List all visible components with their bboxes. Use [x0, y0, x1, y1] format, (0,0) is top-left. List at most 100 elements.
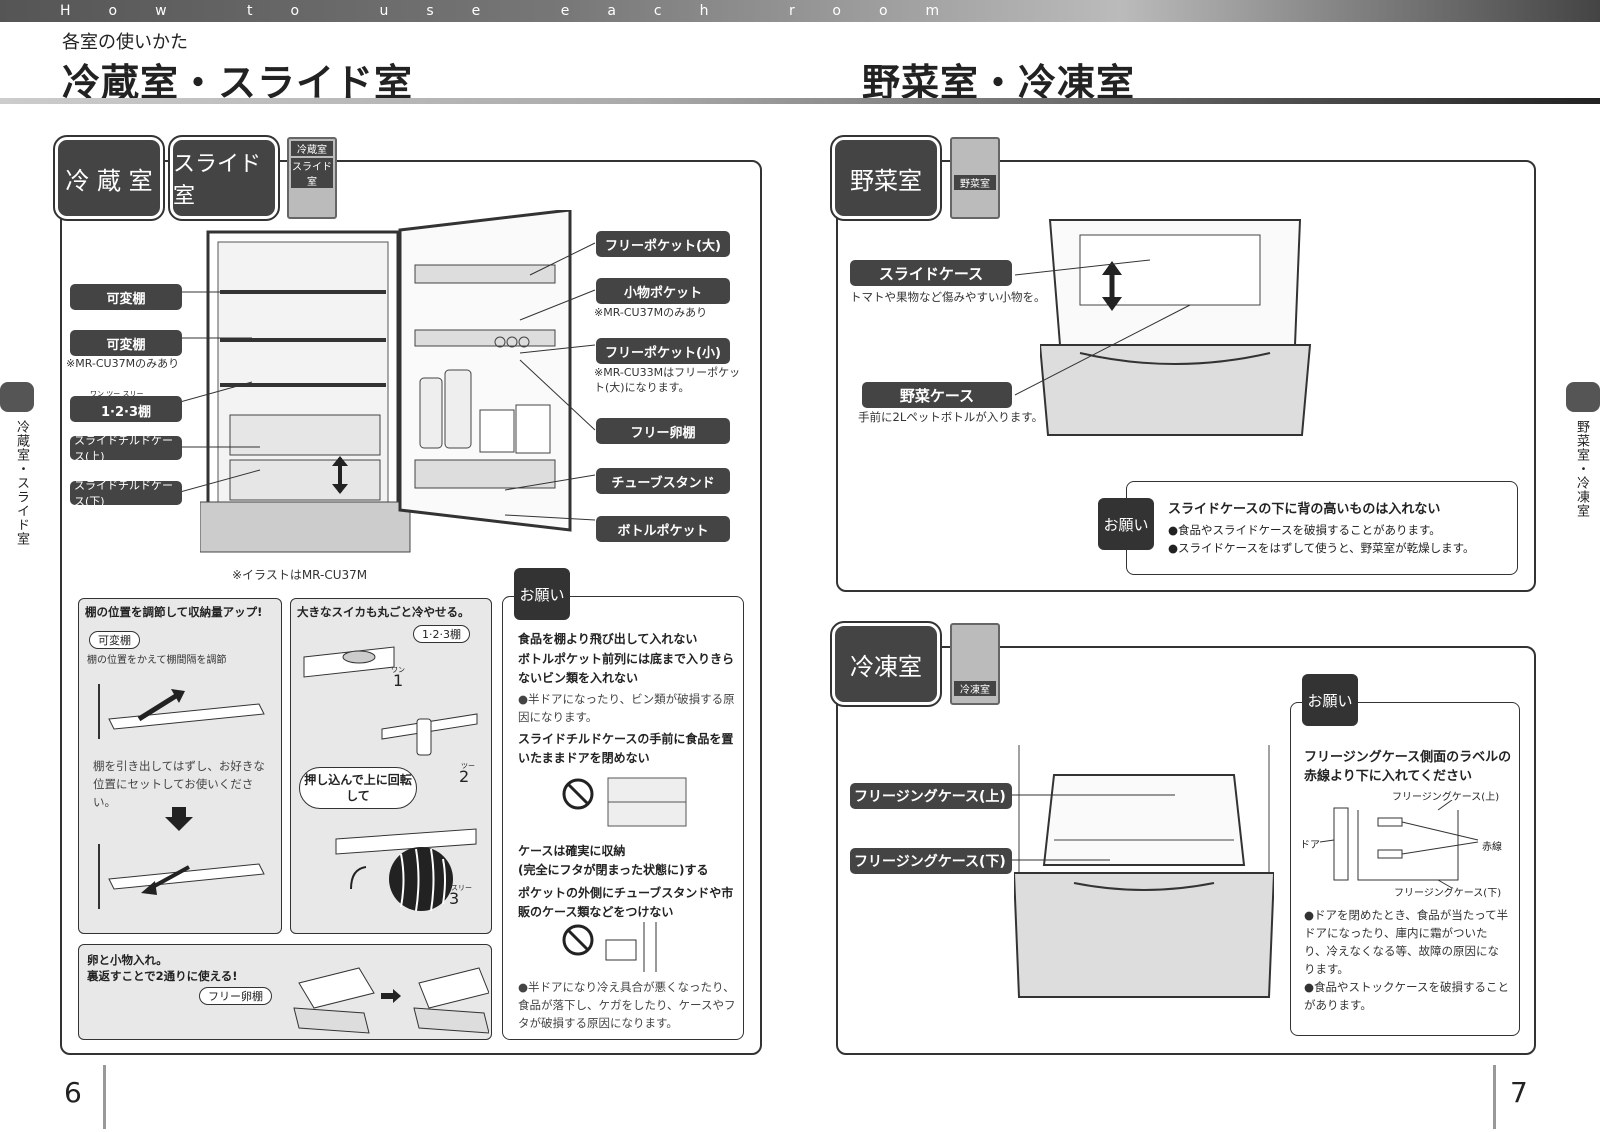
side-label-right: 野菜室・冷凍室	[1574, 420, 1589, 518]
step3-number: 3	[449, 889, 460, 908]
diagram-top-label: フリージングケース(上)	[1392, 792, 1500, 803]
label-bottle-pocket: ボトルポケット	[596, 516, 730, 542]
label-freezing-case-upper: フリージングケース(上)	[850, 783, 1012, 809]
step3-ruby: スリー	[451, 884, 472, 892]
caution-freezer-b1: ●ドアを閉めたとき、食品が当たって半ドアになったり、庫内に霜がついたり、冷えなく…	[1304, 908, 1509, 976]
caution-left-p6: (完全にフタが閉まった状態に)する	[518, 863, 709, 877]
ruby-123-shelf: ワン ツー スリー	[90, 390, 144, 398]
adjustable-shelf-box: 棚の位置を調節して収納量アップ! 可変棚 棚の位置をかえて棚間隔を調節 棚を引き…	[78, 598, 282, 934]
label-chilled-case-upper: スライドチルドケース(上)	[70, 434, 182, 463]
label-adjustable-shelf-2: 可変棚	[70, 330, 182, 356]
icon-label-freezer: 冷凍室	[954, 681, 996, 696]
diagram-door-label: ドア	[1300, 840, 1320, 851]
vegetable-icon: 野菜室	[950, 137, 1000, 219]
caution-veg-b1: ●食品やスライドケースを破損することがあります。	[1168, 523, 1441, 537]
shelf-insert-illustration	[98, 844, 265, 909]
icon-label-fridge: 冷蔵室	[291, 141, 333, 156]
freezer-drawer-illustration	[1014, 745, 1274, 998]
diagram-bottom-label: フリージングケース(下)	[1394, 888, 1502, 899]
caution-left-p4: スライドチルドケースの手前に食品を置いたままドアを閉めない	[518, 732, 734, 765]
label-small-pocket: 小物ポケット	[596, 278, 730, 304]
side-tab-right	[1566, 382, 1600, 412]
label-chilled-case-lower: スライドチルドケース(下)	[70, 479, 182, 508]
down-arrow-icon	[165, 807, 193, 831]
freezer-icon: 冷凍室	[950, 623, 1000, 705]
page-subtitle: 各室の使いかた	[62, 32, 188, 53]
caution-box-veg	[1126, 481, 1518, 575]
caution-left-p5: ケースは確実に収納	[518, 844, 626, 858]
box2-heading: 大きなスイカも丸ごと冷やせる。	[297, 605, 470, 619]
prohibit-pocket-illustration	[562, 922, 657, 972]
page-divider-right	[1493, 1065, 1496, 1129]
prohibit-drawer-illustration	[562, 777, 687, 827]
side-tab-left	[0, 382, 34, 412]
caution-veg-title: スライドケースの下に背の高いものは入れない	[1168, 502, 1441, 517]
leader-lines-veg	[1014, 259, 1191, 396]
caution-label-left: お願い	[514, 568, 570, 620]
caution-freezer-title: フリージングケース側面のラベルの赤線より下に入れてください	[1304, 750, 1512, 784]
leader-lines-left	[180, 291, 261, 493]
step1-ruby: ワン	[391, 666, 405, 674]
leader-lines-right	[504, 242, 596, 521]
box1-sub: 棚の位置をかえて棚間隔を調節	[87, 655, 227, 666]
box3-pill: フリー卵棚	[199, 987, 272, 1005]
note-small-pocket: ※MR-CU37Mのみあり	[594, 306, 708, 319]
page-divider-left	[103, 1065, 106, 1129]
fridge-illustration	[200, 210, 572, 553]
shelf-remove-illustration	[98, 684, 265, 739]
red-line-diagram	[1319, 800, 1479, 889]
box2-pill: 1·2·3棚	[413, 625, 470, 643]
illustration-note: ※イラストはMR-CU37M	[232, 568, 368, 582]
box1-pill: 可変棚	[89, 631, 140, 649]
label-tube-stand: チューブスタンド	[596, 468, 730, 494]
icon-label-vegetable: 野菜室	[954, 175, 996, 190]
step1-number: 1	[393, 671, 404, 690]
header-rule	[0, 98, 1600, 104]
side-label-left: 冷蔵室・スライド室	[14, 420, 29, 546]
label-123-shelf: 1·2·3棚	[70, 396, 182, 422]
note-adjustable-shelf-2: ※MR-CU37Mのみあり	[66, 357, 180, 370]
shelf-step1-illustration	[303, 646, 395, 678]
caution-left-p8: ●半ドアになり冷え具合が悪くなったり、食品が落下し、ケガをしたり、ケースやフタが…	[518, 980, 736, 1030]
header-band-text: How to use each room	[60, 3, 978, 19]
leader-lines-freezer	[1010, 794, 1175, 861]
egg-shelf-box: 卵と小物入れ。 裏返すことで2通りに使える! フリー卵棚	[78, 944, 492, 1040]
caution-label-freezer: お願い	[1302, 674, 1358, 726]
label-free-pocket-small: フリーポケット(小)	[596, 338, 730, 364]
caution-left-p1: 食品を棚より飛び出して入れない	[518, 632, 698, 646]
caution-box-freezer	[1290, 702, 1520, 1036]
label-free-pocket-large: フリーポケット(大)	[596, 231, 730, 257]
page-title-right: 野菜室・冷凍室	[862, 61, 1136, 105]
vegetable-drawer-illustration	[1040, 219, 1312, 436]
label-free-egg-shelf: フリー卵棚	[596, 418, 730, 444]
label-slide-case: スライドケース	[850, 260, 1012, 286]
tab-fridge: 冷 蔵 室	[53, 135, 165, 221]
caution-left-p3: ●半ドアになったり、ビン類が破損する原因になります。	[518, 692, 735, 724]
step2-ruby: ツー	[461, 762, 475, 770]
icon-label-slide: スライド室	[291, 158, 333, 188]
label-vegetable-case: 野菜ケース	[862, 382, 1012, 408]
caution-label-veg: お願い	[1098, 498, 1154, 550]
caution-veg-b2: ●スライドケースをはずして使うと、野菜室が乾燥します。	[1168, 541, 1475, 555]
note-free-pocket-small: ※MR-CU33Mはフリーポケット(大)になります。	[594, 366, 741, 394]
shelf-step2-illustration	[381, 713, 478, 756]
page-number-left: 6	[64, 1076, 82, 1109]
step2-number: 2	[459, 767, 470, 786]
caution-left-p2: ボトルポケット前列には底まで入りきらないビン類を入れない	[518, 652, 735, 685]
egg-shelf-illustration	[293, 967, 489, 1034]
speech-bubble: 押し込んで上に回転して	[299, 767, 417, 809]
box3-heading1: 卵と小物入れ。	[87, 953, 168, 967]
box1-body: 棚を引き出してはずし、お好きな位置にセットしてお使いください。	[93, 759, 265, 809]
note-vegetable-case: 手前に2Lペットボトルが入ります。	[858, 410, 1044, 424]
tab-slide: スライド室	[168, 135, 280, 221]
note-slide-case: トマトや果物など傷みやすい小物を。	[850, 290, 1046, 304]
header-band: How to use each room	[0, 0, 1600, 22]
page-title-left: 冷蔵室・スライド室	[62, 61, 414, 105]
compartment-icon: 冷蔵室 スライド室	[287, 137, 337, 219]
tab-freezer: 冷凍室	[830, 621, 942, 707]
page-number-right: 7	[1510, 1076, 1528, 1109]
tab-vegetable: 野菜室	[830, 135, 942, 221]
watermelon-box: 大きなスイカも丸ごと冷やせる。 1·2·3棚 ワン 1 ツー 2 押し込んで上に…	[290, 598, 492, 934]
caution-freezer-b2: ●食品やストックケースを破損することがあります。	[1304, 980, 1509, 1012]
box3-heading2: 裏返すことで2通りに使える!	[87, 969, 238, 983]
